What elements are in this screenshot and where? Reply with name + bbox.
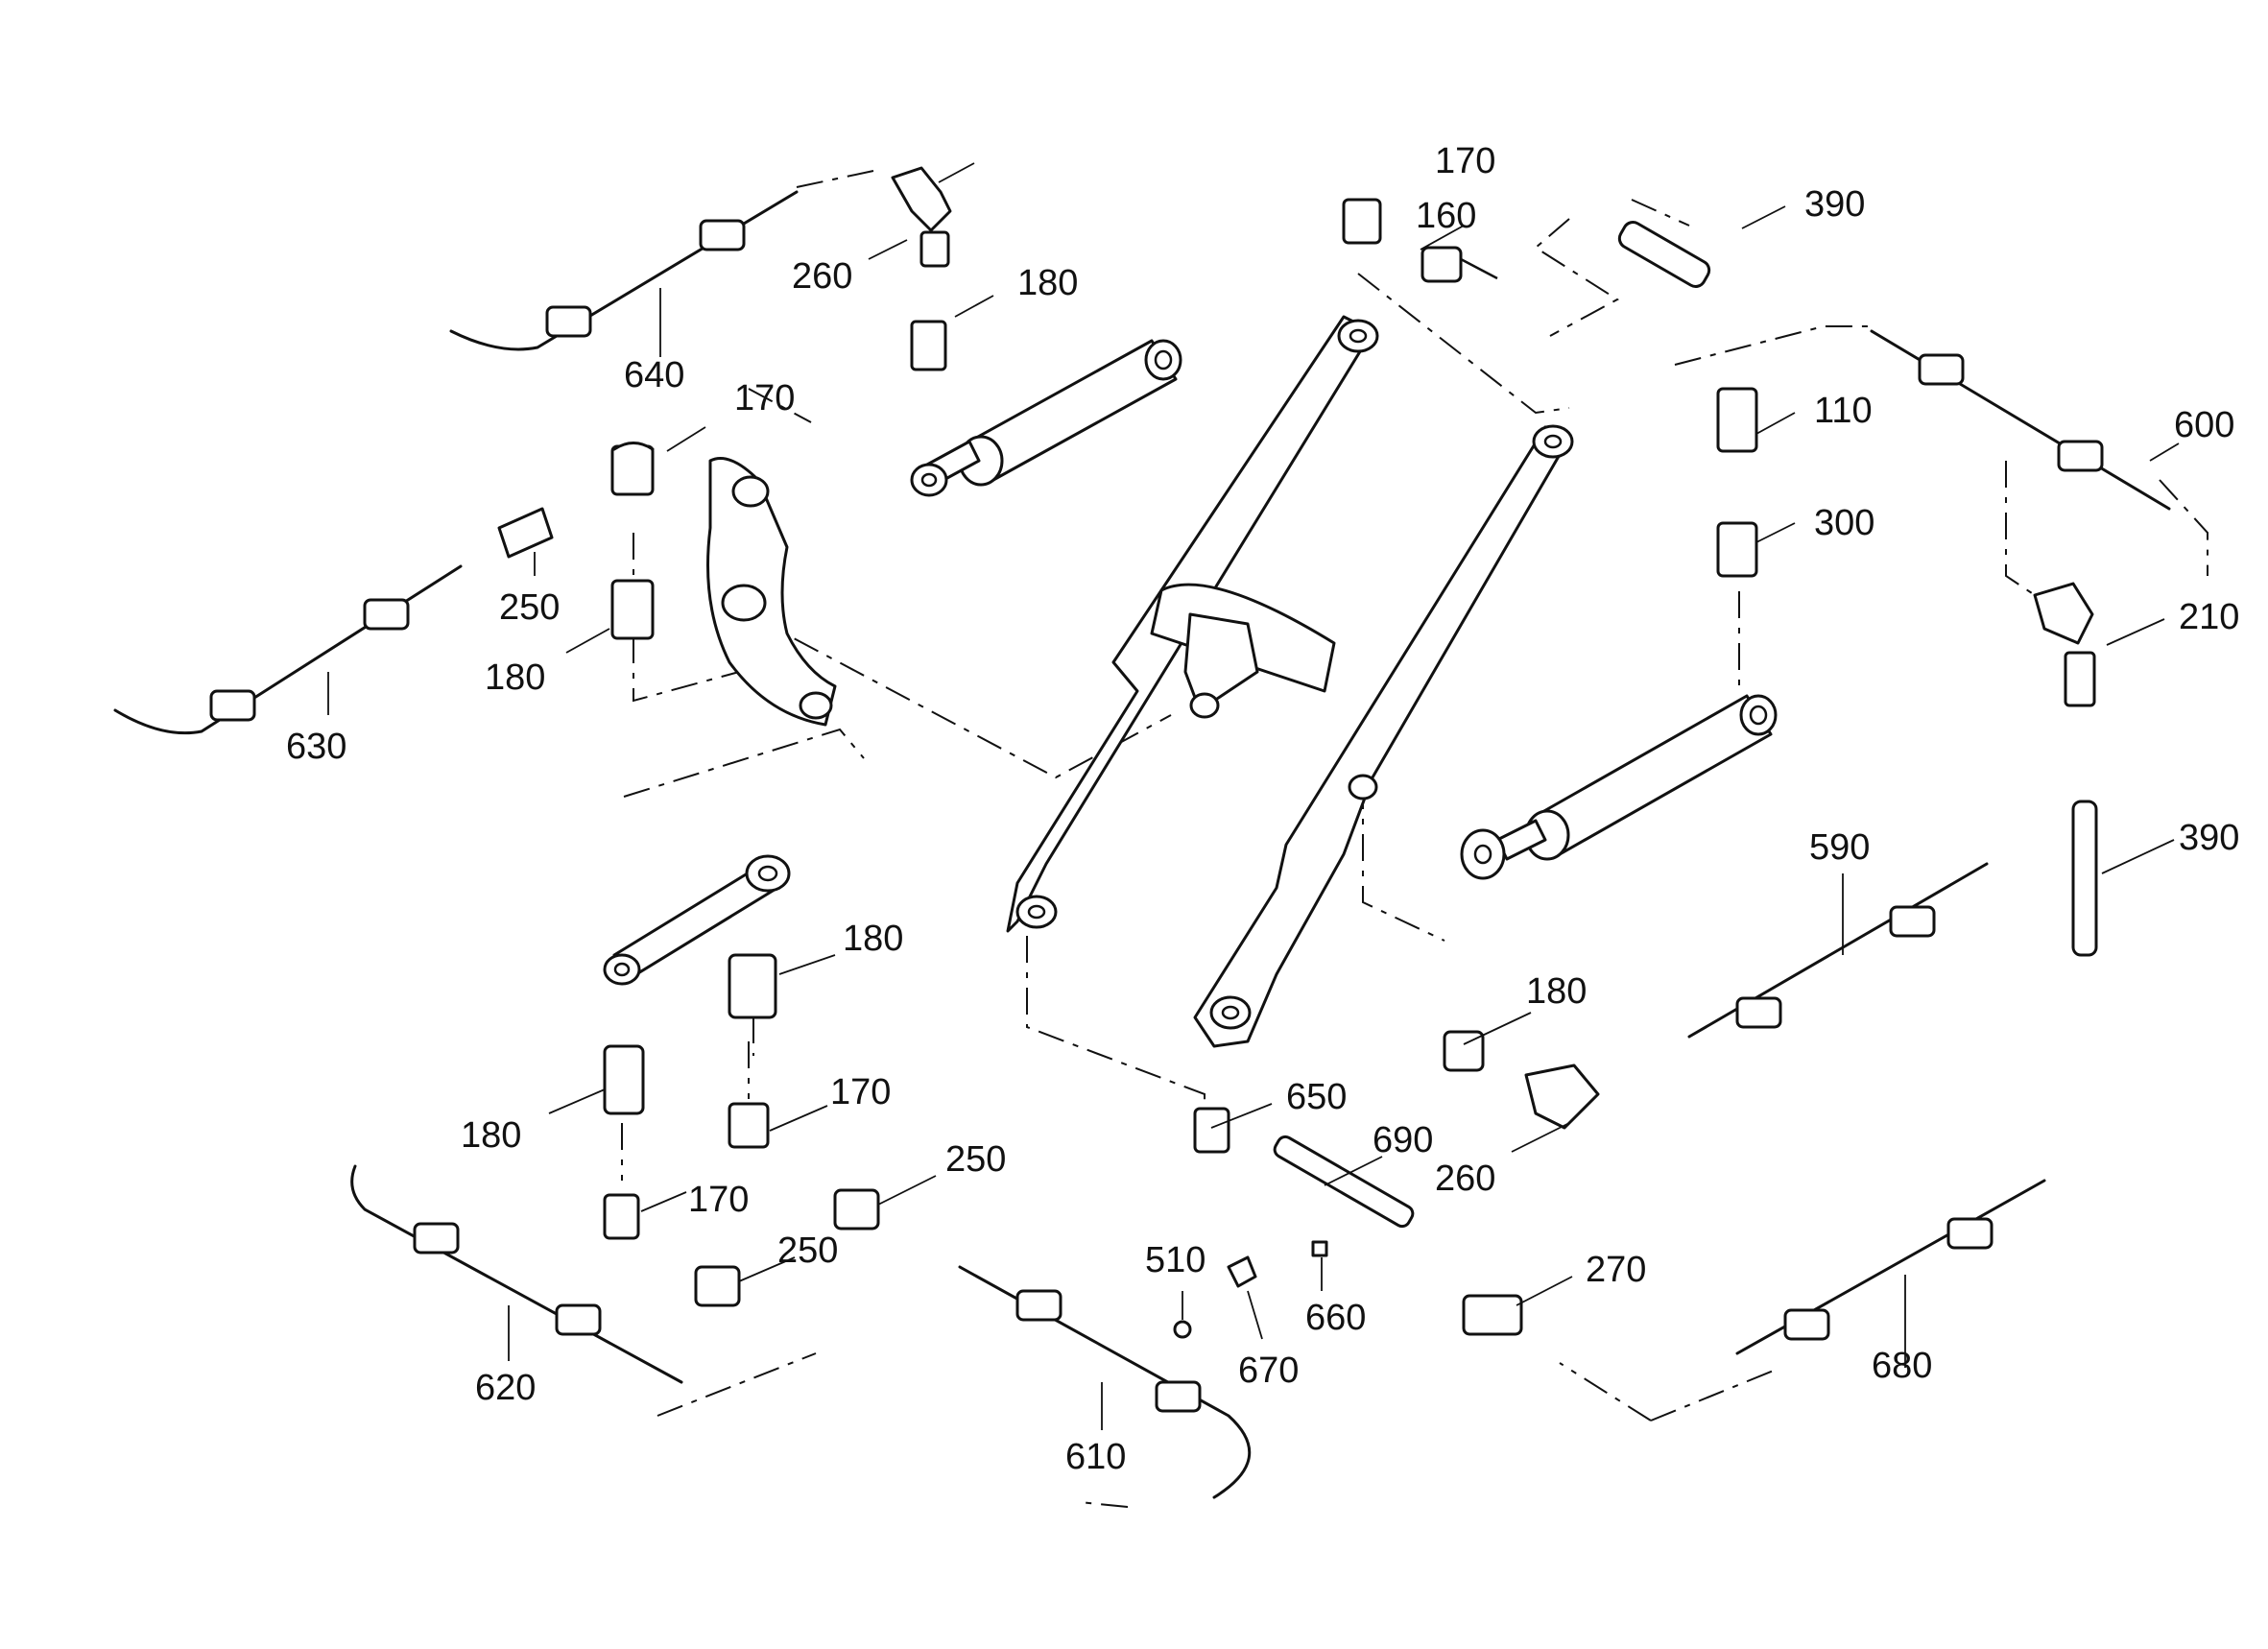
callout-label: 670 [1238, 1350, 1299, 1391]
callout-label: 640 [624, 355, 684, 395]
callout-label: 390 [1804, 184, 1865, 225]
hydraulic-pipes [113, 190, 2171, 1499]
loader-arm [1006, 315, 1574, 1048]
connecting-link [603, 854, 791, 986]
callout-label: 270 [1586, 1250, 1646, 1290]
callout-label: 510 [1145, 1240, 1206, 1280]
callout-label: 260 [792, 256, 852, 297]
callout-label: 180 [1017, 263, 1078, 303]
callout-label: 210 [2179, 597, 2239, 637]
callout-label: 390 [2179, 818, 2239, 858]
callout-label: 690 [1373, 1120, 1433, 1160]
callout-label: 260 [1435, 1159, 1495, 1199]
assembly-dash-lines [621, 170, 2208, 1508]
upper-hydraulic-cylinder [910, 339, 1182, 497]
callout-label: 250 [499, 587, 560, 628]
bellcrank-lever [706, 457, 837, 727]
callout-label: 160 [1416, 196, 1476, 236]
callout-label: 180 [843, 919, 903, 959]
callout-label: 590 [1809, 827, 1870, 868]
callout-label: 680 [1872, 1346, 1932, 1386]
callout-label: 170 [688, 1180, 749, 1220]
callout-label: 250 [945, 1139, 1006, 1180]
callout-label: 300 [1814, 503, 1874, 543]
callout-label: 170 [830, 1072, 891, 1112]
callout-label: 180 [485, 657, 545, 698]
lower-hydraulic-cylinder [1460, 694, 1778, 880]
callout-label: 610 [1065, 1437, 1126, 1477]
callout-label: 600 [2174, 405, 2234, 445]
callout-label: 170 [1435, 141, 1495, 181]
fittings [497, 166, 2098, 1339]
callout-label: 630 [286, 727, 346, 767]
callout-labels: 170 160 390 260 180 640 170 250 180 630 … [286, 141, 2239, 1477]
callout-label: 620 [475, 1368, 536, 1408]
callout-label: 180 [1526, 971, 1587, 1012]
callout-label: 250 [777, 1231, 838, 1271]
callout-label: 660 [1305, 1298, 1366, 1338]
callout-label: 650 [1286, 1077, 1347, 1117]
callout-label: 170 [734, 378, 795, 418]
callout-label: 180 [461, 1115, 521, 1156]
callout-leader-lines [327, 162, 2180, 1430]
callout-label: 110 [1814, 391, 1873, 431]
